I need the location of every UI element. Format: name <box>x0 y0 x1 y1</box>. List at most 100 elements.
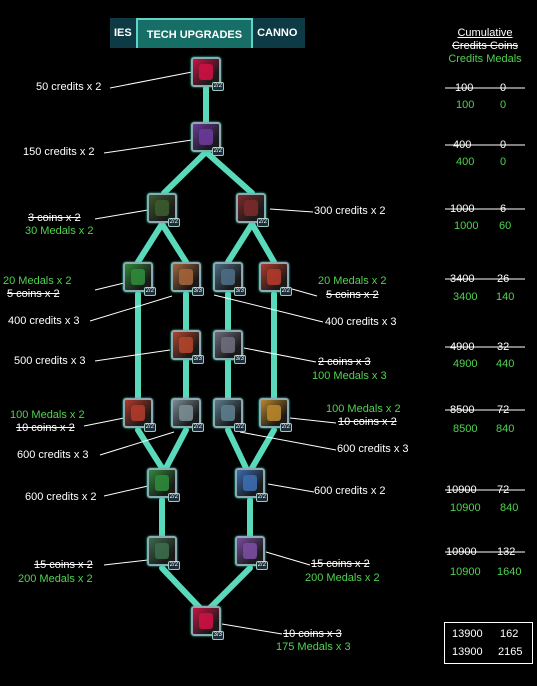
upgrade-icon <box>155 475 169 491</box>
upgrade-node-8a[interactable]: 2/2 <box>147 536 180 570</box>
cumulative-credits: 100 <box>456 99 475 111</box>
level-badge: 3/3 <box>191 287 204 296</box>
medal-cost-label: 175 Medals x 3 <box>276 641 351 653</box>
level-badge: 2/2 <box>255 493 268 502</box>
cumulative-old-coins: 162 <box>500 628 519 640</box>
upgrade-icon <box>267 269 281 285</box>
upgrade-node-6d[interactable]: 2/2 <box>259 398 292 432</box>
cost-label: 600 credits x 2 <box>25 491 97 503</box>
cumulative-old-credits: 10900 <box>446 484 477 496</box>
upgrade-node-8b[interactable]: 2/2 <box>235 536 268 570</box>
level-badge: 3/3 <box>211 631 224 640</box>
cumulative-old-credits: 400 <box>453 139 472 151</box>
level-badge: 2/2 <box>256 218 269 227</box>
cumulative-medals: 840 <box>496 423 515 435</box>
cumulative-old-coins: 0 <box>500 82 507 94</box>
cumulative-medals: 140 <box>496 291 515 303</box>
cumulative-old-credits: 10900 <box>446 546 477 558</box>
cumulative-title: Cumulative <box>457 27 513 39</box>
upgrade-node-7b[interactable]: 2/2 <box>235 468 268 502</box>
upgrade-node-3b[interactable]: 2/2 <box>236 193 269 227</box>
cumulative-old-coins: 32 <box>497 341 510 353</box>
upgrade-icon <box>131 405 145 421</box>
upgrade-node-4b[interactable]: 3/3 <box>171 262 204 296</box>
old-cost-label: 10 coins x 2 <box>338 416 397 428</box>
cumulative-medals: 0 <box>500 156 507 168</box>
upgrade-node-4c[interactable]: 3/3 <box>213 262 246 296</box>
cumulative-credits: 10900 <box>450 566 481 578</box>
upgrade-node-6c[interactable]: 2/2 <box>213 398 246 432</box>
upgrade-node-1[interactable]: 2/2 <box>191 57 224 91</box>
old-cost-label: 10 coins x 2 <box>16 422 75 434</box>
cumulative-old-coins: 0 <box>500 139 507 151</box>
medal-cost-label: 20 Medals x 2 <box>318 275 387 287</box>
cumulative-old-credits: 4900 <box>450 341 475 353</box>
cumulative-new-columns: Credits Medals <box>448 53 522 65</box>
cumulative-credits: 1000 <box>454 220 479 232</box>
old-cost-label: 2 coins x 3 <box>318 356 371 368</box>
old-cost-label: 15 coins x 2 <box>34 559 93 571</box>
upgrade-tab-bar: IES TECH UPGRADES CANNO <box>110 18 305 48</box>
cumulative-medals: 2165 <box>498 646 523 658</box>
old-cost-label: 5 coins x 2 <box>7 288 60 300</box>
cumulative-credits: 4900 <box>453 358 478 370</box>
connector <box>225 427 249 471</box>
medal-cost-label: 100 Medals x 3 <box>312 370 387 382</box>
cumulative-old-credits: 13900 <box>452 628 483 640</box>
upgrade-node-6b[interactable]: 2/2 <box>171 398 204 432</box>
cumulative-medals: 60 <box>499 220 512 232</box>
old-cost-label: 5 coins x 2 <box>326 289 379 301</box>
level-badge: 2/2 <box>279 423 292 432</box>
upgrade-node-5a[interactable]: 3/3 <box>171 330 204 364</box>
cumulative-old-credits: 1000 <box>450 203 475 215</box>
upgrade-icon <box>243 475 257 491</box>
connector <box>163 427 189 471</box>
upgrade-icon <box>243 543 257 559</box>
upgrade-icon <box>179 337 193 353</box>
cost-label: 600 credits x 3 <box>17 449 89 461</box>
level-badge: 2/2 <box>279 287 292 296</box>
upgrade-node-6a[interactable]: 2/2 <box>123 398 156 432</box>
cumulative-medals: 0 <box>500 99 507 111</box>
upgrade-icon <box>199 64 213 80</box>
upgrade-icon <box>155 200 169 216</box>
upgrade-node-4d[interactable]: 2/2 <box>259 262 292 296</box>
cumulative-medals: 440 <box>496 358 515 370</box>
upgrade-icon <box>221 337 235 353</box>
cost-label: 500 credits x 3 <box>14 355 86 367</box>
tab-cannons[interactable]: CANNO <box>257 27 298 39</box>
upgrade-node-4a[interactable]: 2/2 <box>123 262 156 296</box>
connector <box>249 427 277 471</box>
cumulative-old-columns: Credits Coins <box>451 40 519 52</box>
connector <box>135 427 165 471</box>
medal-cost-label: 20 Medals x 2 <box>3 275 72 287</box>
level-badge: 3/3 <box>233 287 246 296</box>
cumulative-old-coins: 132 <box>497 546 516 558</box>
medal-cost-label: 30 Medals x 2 <box>25 225 94 237</box>
cumulative-old-coins: 72 <box>497 484 510 496</box>
upgrade-icon <box>155 543 169 559</box>
upgrade-icon <box>131 269 145 285</box>
upgrade-icon <box>221 405 235 421</box>
level-badge: 2/2 <box>255 561 268 570</box>
upgrade-node-9[interactable]: 3/3 <box>191 606 224 640</box>
upgrade-node-3a[interactable]: 2/2 <box>147 193 180 227</box>
tab-previous[interactable]: IES <box>114 27 132 39</box>
cumulative-credits: 13900 <box>452 646 483 658</box>
upgrade-node-7a[interactable]: 2/2 <box>147 468 180 502</box>
upgrade-node-2[interactable]: 2/2 <box>191 122 224 156</box>
cumulative-medals: 840 <box>500 502 519 514</box>
upgrade-node-5b[interactable]: 3/3 <box>213 330 246 364</box>
level-badge: 2/2 <box>191 423 204 432</box>
cost-label: 50 credits x 2 <box>36 81 102 93</box>
connector <box>203 149 255 196</box>
upgrade-icon <box>199 129 213 145</box>
tab-tech-upgrades[interactable]: TECH UPGRADES <box>135 18 254 48</box>
cost-label: 300 credits x 2 <box>314 205 386 217</box>
level-badge: 3/3 <box>233 355 246 364</box>
level-badge: 2/2 <box>167 561 180 570</box>
old-cost-label: 15 coins x 2 <box>311 558 370 570</box>
cost-label: 400 credits x 3 <box>8 315 80 327</box>
cumulative-old-credits: 100 <box>455 82 474 94</box>
